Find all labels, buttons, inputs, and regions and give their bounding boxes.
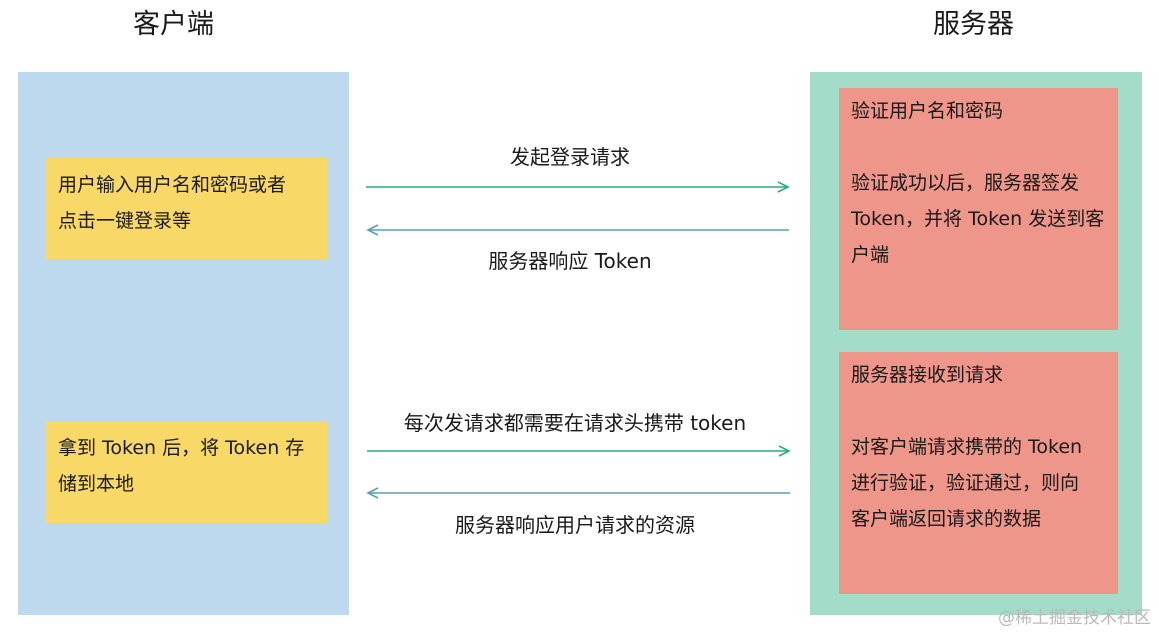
login-input-note: 用户输入用户名和密码或者 点击一键登录等 bbox=[46, 158, 327, 259]
note-heading: 验证用户名和密码 bbox=[851, 100, 1004, 122]
note-line: Token，并将 Token 发送到客 bbox=[851, 208, 1105, 230]
note-line: 用户输入用户名和密码或者 bbox=[58, 174, 287, 196]
note-line: 客户端返回请求的数据 bbox=[851, 508, 1042, 530]
receive-request-note: 服务器接收到请求 对客户端请求携带的 Token 进行验证，验证通过，则向 客户… bbox=[839, 352, 1118, 594]
note-line: 进行验证，验证通过，则向 bbox=[851, 472, 1080, 494]
token-request-label: 每次发请求都需要在请求头携带 token bbox=[403, 411, 747, 435]
resource-response-label: 服务器响应用户请求的资源 bbox=[455, 513, 695, 537]
server-title: 服务器 bbox=[933, 9, 1014, 40]
token-response-arrow bbox=[366, 224, 789, 236]
login-request-arrow bbox=[366, 181, 790, 193]
note-line: 拿到 Token 后，将 Token 存 bbox=[58, 437, 305, 459]
verify-credentials-note: 验证用户名和密码 验证成功以后，服务器签发 Token，并将 Token 发送到… bbox=[839, 88, 1118, 330]
login-request-label: 发起登录请求 bbox=[510, 145, 630, 169]
token-request-arrow bbox=[367, 445, 791, 457]
resource-response-arrow bbox=[366, 487, 790, 499]
note-line: 点击一键登录等 bbox=[58, 210, 192, 232]
watermark: @稀土掘金技术社区 bbox=[998, 608, 1151, 628]
note-line: 户端 bbox=[851, 244, 890, 266]
note-heading: 服务器接收到请求 bbox=[851, 364, 1004, 386]
note-line: 储到本地 bbox=[58, 473, 135, 495]
note-line: 验证成功以后，服务器签发 bbox=[851, 172, 1080, 194]
note-line: 对客户端请求携带的 Token bbox=[851, 436, 1083, 458]
token-response-label: 服务器响应 Token bbox=[488, 249, 652, 273]
token-store-note: 拿到 Token 后，将 Token 存 储到本地 bbox=[46, 421, 327, 523]
client-title: 客户端 bbox=[133, 9, 214, 40]
